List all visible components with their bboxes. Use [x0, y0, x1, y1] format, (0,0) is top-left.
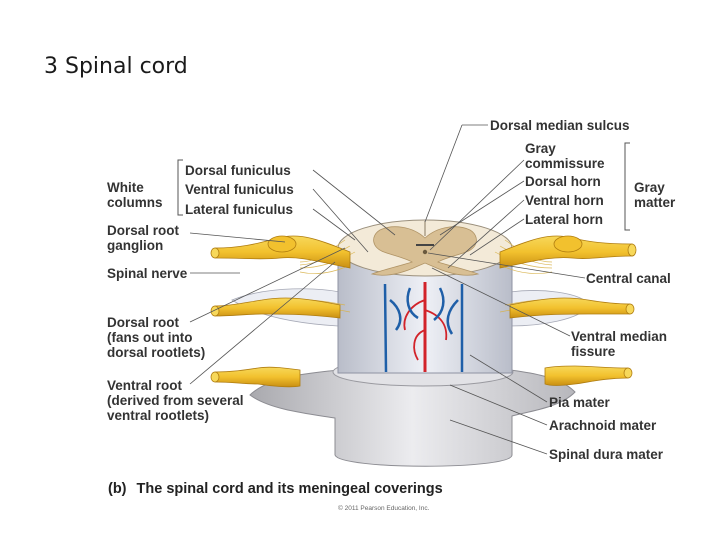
label-dorsal-median-sulcus: Dorsal median sulcus [490, 118, 630, 133]
label-central-canal: Central canal [586, 271, 671, 286]
figure-letter: (b) [108, 481, 127, 497]
label-ventral-funiculus: Ventral funiculus [185, 182, 294, 197]
label-dorsal-horn: Dorsal horn [525, 174, 601, 189]
spinal-nerves [210, 235, 637, 388]
label-spinal-dura-mater: Spinal dura mater [549, 447, 664, 462]
spinal-cord [337, 219, 513, 374]
label-white-columns: White columns [107, 180, 163, 210]
label-gray-matter: Gray matter [634, 180, 676, 210]
label-lateral-funiculus: Lateral funiculus [185, 202, 294, 217]
copyright-notice: © 2011 Pearson Education, Inc. [338, 505, 430, 512]
label-ventral-horn: Ventral horn [525, 193, 604, 208]
white-columns-bracket [177, 142, 630, 231]
label-gray-commissure: Gray commissure [525, 141, 605, 171]
spinal-veins [383, 283, 464, 373]
leader-lines [189, 124, 586, 455]
label-lateral-horn: Lateral horn [525, 212, 604, 227]
label-pia-mater: Pia mater [549, 395, 610, 410]
figure-caption: (b) The spinal cord and its meningeal cov… [108, 481, 443, 497]
label-dorsal-funiculus: Dorsal funiculus [185, 163, 291, 178]
label-dorsal-root-ganglion: Dorsal root ganglion [107, 223, 180, 253]
slide-title: 3 Spinal cord [44, 54, 188, 79]
central-canal [422, 249, 428, 255]
label-spinal-nerve: Spinal nerve [107, 266, 188, 281]
label-dorsal-root: Dorsal root (fans out into dorsal rootle… [107, 315, 206, 360]
label-ventral-median-fissure: Ventral median fissure [571, 329, 668, 359]
figure-caption-text: The spinal cord and its meningeal coveri… [136, 481, 443, 497]
dorsal-root-ganglion [267, 235, 297, 253]
label-arachnoid-mater: Arachnoid mater [549, 418, 657, 433]
label-ventral-root: Ventral root (derived from several ventr… [107, 378, 244, 423]
